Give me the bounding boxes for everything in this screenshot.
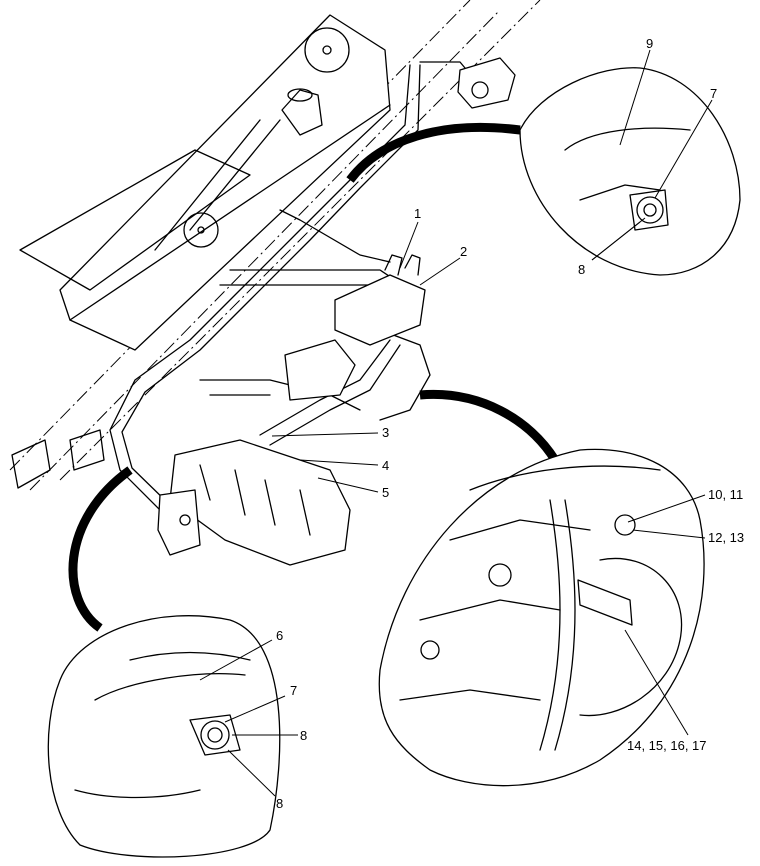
callout-labels: 1 2 3 4 5 6 7 8 8 9 7 8 10, 11 12, 13 14…: [276, 36, 744, 811]
callout-7-top: 7: [710, 86, 717, 101]
callout-7-bottom: 7: [290, 683, 297, 698]
callout-14-17: 14, 15, 16, 17: [627, 738, 707, 753]
callout-8-bottom-low: 8: [276, 796, 283, 811]
callout-8-top: 8: [578, 262, 585, 277]
callout-12-13: 12, 13: [708, 530, 744, 545]
callout-4: 4: [382, 458, 389, 473]
main-panel: [19, 14, 391, 351]
pump-icon: [457, 57, 516, 109]
detail-bubble-bottom-left: [47, 615, 281, 858]
lower-valve-bank: [157, 439, 351, 566]
detail-bubble-top-right: [519, 67, 741, 276]
callout-1: 1: [414, 206, 421, 221]
bracket-icon: [577, 579, 633, 626]
leader-lines: [199, 49, 713, 797]
fitting-nut-icon: [200, 720, 230, 750]
callout-10-11: 10, 11: [708, 487, 743, 502]
callout-2: 2: [460, 244, 467, 259]
callout-8-bottom-right: 8: [300, 728, 307, 743]
upper-valve-block: [284, 254, 426, 401]
fitting-bottom-right-icon: [488, 563, 512, 587]
detail-connector-arcs: [68, 123, 559, 632]
callout-6: 6: [276, 628, 283, 643]
callout-5: 5: [382, 485, 389, 500]
fitting-nut-top-icon: [636, 196, 664, 224]
callout-3: 3: [382, 425, 389, 440]
cover-plate-lower-icon: [183, 212, 219, 248]
detail-bubble-bottom-right: [378, 448, 705, 787]
callout-9: 9: [646, 36, 653, 51]
cover-plate-icon: [304, 27, 350, 73]
filter-cap-icon: [281, 89, 323, 136]
